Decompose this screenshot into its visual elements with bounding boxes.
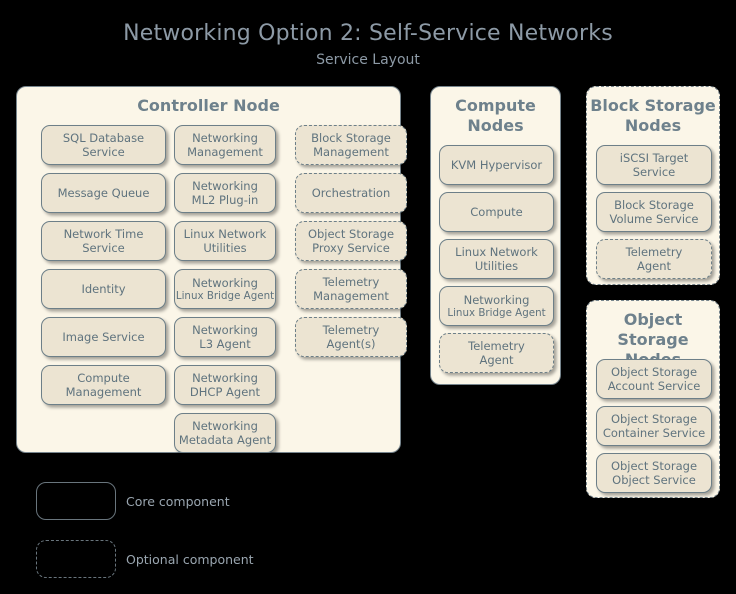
service-box-label: Agent [636, 259, 672, 273]
service-box-label: Container Service [602, 426, 706, 440]
service-box-label: Management [313, 289, 389, 303]
service-box-label: Volume Service [609, 212, 699, 226]
service-box-label: Identity [81, 281, 126, 296]
service-box-label: Management [65, 385, 142, 399]
service-box: Orchestration [295, 173, 407, 213]
service-box: KVM Hypervisor [439, 145, 554, 185]
service-box-label: iSCSI Target [619, 150, 689, 165]
service-box-label: Management [313, 145, 389, 159]
page-title: Networking Option 2: Self-Service Networ… [123, 21, 613, 46]
service-box-label: Telemetry [468, 338, 525, 353]
service-box-label: SQL Database [62, 130, 145, 145]
service-box: Image Service [41, 317, 166, 357]
service-box-label: Object Storage [610, 364, 698, 379]
service-box-label: Networking [192, 275, 258, 290]
legend-label-optional: Optional component [126, 552, 254, 567]
service-box-label: Telemetry [625, 244, 683, 259]
service-box-label: Compute [77, 370, 130, 385]
service-box-label: Utilities [203, 241, 247, 255]
service-box-label: Utilities [474, 259, 519, 273]
service-box-label: Networking [192, 322, 258, 337]
service-box-label: Networking [192, 370, 258, 385]
service-box-label: Service [82, 241, 125, 255]
service-box-label: Networking [463, 292, 530, 307]
panel-title-controller-node: Controller Node [137, 96, 280, 115]
service-box-label: ML2 Plug-in [191, 193, 259, 207]
service-box-label: Block Storage [311, 130, 391, 145]
service-box-label: Object Storage [610, 458, 698, 473]
service-box-label: Proxy Service [312, 241, 390, 255]
service-box-label: Service [632, 165, 676, 179]
diagram-header: Networking Option 2: Self-Service Networ… [0, 0, 736, 69]
service-box-label: Image Service [62, 329, 145, 344]
service-box-label: Object Service [612, 473, 696, 487]
service-box-label: Networking [192, 418, 258, 433]
service-box: Compute [439, 192, 554, 232]
service-box-label: Account Service [607, 379, 701, 393]
service-box-label: Networking [192, 178, 258, 193]
service-box-label: Agent(s) [326, 337, 376, 351]
service-box-label: Linux Bridge Agent [175, 289, 275, 302]
service-box-label: Telemetry [322, 274, 380, 289]
service-box-label: Service [82, 145, 125, 159]
legend-label-core: Core component [126, 494, 230, 509]
legend-swatch-core [36, 482, 116, 520]
service-box-label: Linux Network [183, 226, 267, 241]
service-box-label: DHCP Agent [189, 385, 261, 399]
page-subtitle: Service Layout [316, 52, 420, 69]
service-box-label: Object Storage [610, 411, 698, 426]
service-box-label: Compute [470, 204, 523, 219]
panel-title-compute-nodes: Compute Nodes [455, 96, 536, 135]
service-box-label: Networking [192, 130, 258, 145]
service-box-label: Block Storage [614, 197, 694, 212]
service-box-label: Object Storage [307, 226, 395, 241]
service-box-label: KVM Hypervisor [450, 157, 543, 172]
service-box: Message Queue [41, 173, 166, 213]
legend-swatch-optional [36, 540, 116, 578]
service-box-label: Agent [479, 353, 514, 367]
service-box-label: L3 Agent [199, 337, 251, 351]
service-box-label: Message Queue [57, 185, 150, 200]
panel-object-storage-nodes: Object Storage Nodes Object StorageAccou… [586, 300, 720, 498]
service-box: Identity [41, 269, 166, 309]
panel-title-block-storage-nodes: Block Storage Nodes [590, 96, 716, 135]
service-box-label: Management [187, 145, 263, 159]
service-box-label: Telemetry [322, 322, 380, 337]
service-box-label: Metadata Agent [178, 433, 272, 447]
service-box-label: Linux Network [455, 244, 538, 259]
service-box-label: Orchestration [311, 185, 391, 200]
service-box-label: Network Time [63, 226, 144, 241]
service-box-label: Linux Bridge Agent [447, 306, 546, 319]
